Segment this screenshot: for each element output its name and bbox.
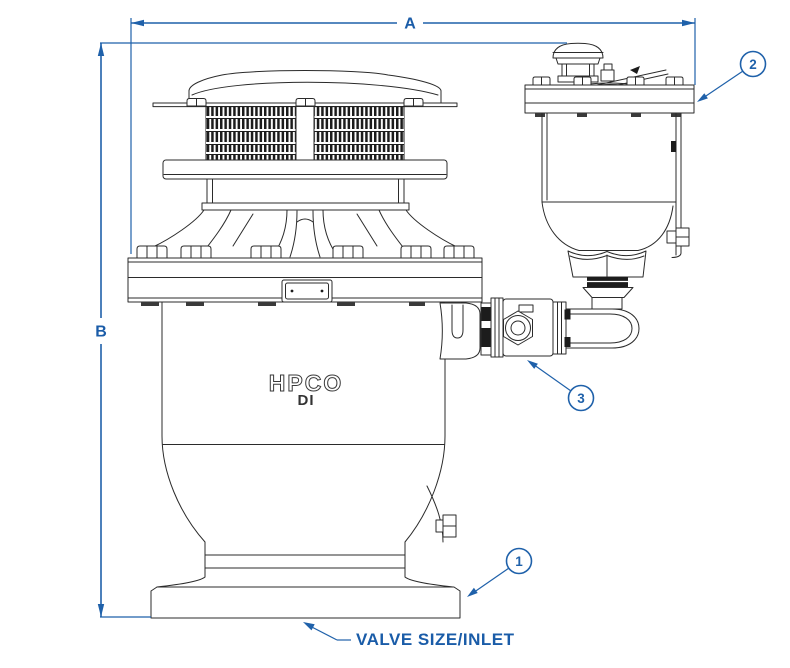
callout-2-balloon [739,50,767,78]
outlet-nozzle [439,302,481,360]
callout-2: 2 [697,50,767,102]
elbow-fitting [564,287,640,349]
hood-cap [188,70,442,105]
lid-bolts [532,76,684,86]
nameplate [281,279,333,303]
inlet-label: VALVE SIZE/INLET [303,622,515,649]
hood-clamp-bolts [186,98,424,107]
lid-fitting [600,63,615,82]
air-screen-grille [205,106,405,161]
dimension-b: B [95,42,567,618]
callout-3: 3 [527,360,595,412]
backing-ring [490,297,504,358]
bonnet-bolts [136,245,475,259]
inlet-base-flange [150,586,461,619]
side-boss-stem [666,230,677,244]
air-valve-flange [524,84,695,117]
pipe-coupling [552,301,567,355]
upper-barrel [201,178,410,211]
dimension-b-label: B [95,324,107,341]
lever-mark [630,66,640,74]
callout-1-number: 1 [515,554,523,569]
screen-base-flange [162,159,448,180]
elbow-riser-pipe [591,296,623,310]
isolation-valve-elbow-assembly [439,287,640,360]
funnel-skirt [567,250,647,287]
isolation-ball-valve [502,298,554,357]
callout-1: 1 [467,547,533,597]
dimension-a: A [130,16,696,254]
grille-center-post [295,106,315,161]
valve-pot-body [156,301,457,588]
callout-3-balloon [567,384,595,412]
outlet-gasket [480,302,492,356]
flange-tabs [141,302,461,306]
drain-panel-line [426,485,444,543]
callout-1-balloon [505,547,533,575]
dimension-a-label: A [404,16,416,33]
vent-cap [552,42,604,83]
main-valve-body: HPCO DI [127,70,483,619]
product-brand-text: HPCO [269,370,343,396]
product-material-text: DI [298,392,315,409]
callout-2-number: 2 [749,57,757,72]
inlet-label-text: VALVE SIZE/INLET [356,630,515,649]
air-valve-canister [541,112,690,258]
air-release-valve [524,42,695,287]
callout-3-number: 3 [577,391,585,406]
